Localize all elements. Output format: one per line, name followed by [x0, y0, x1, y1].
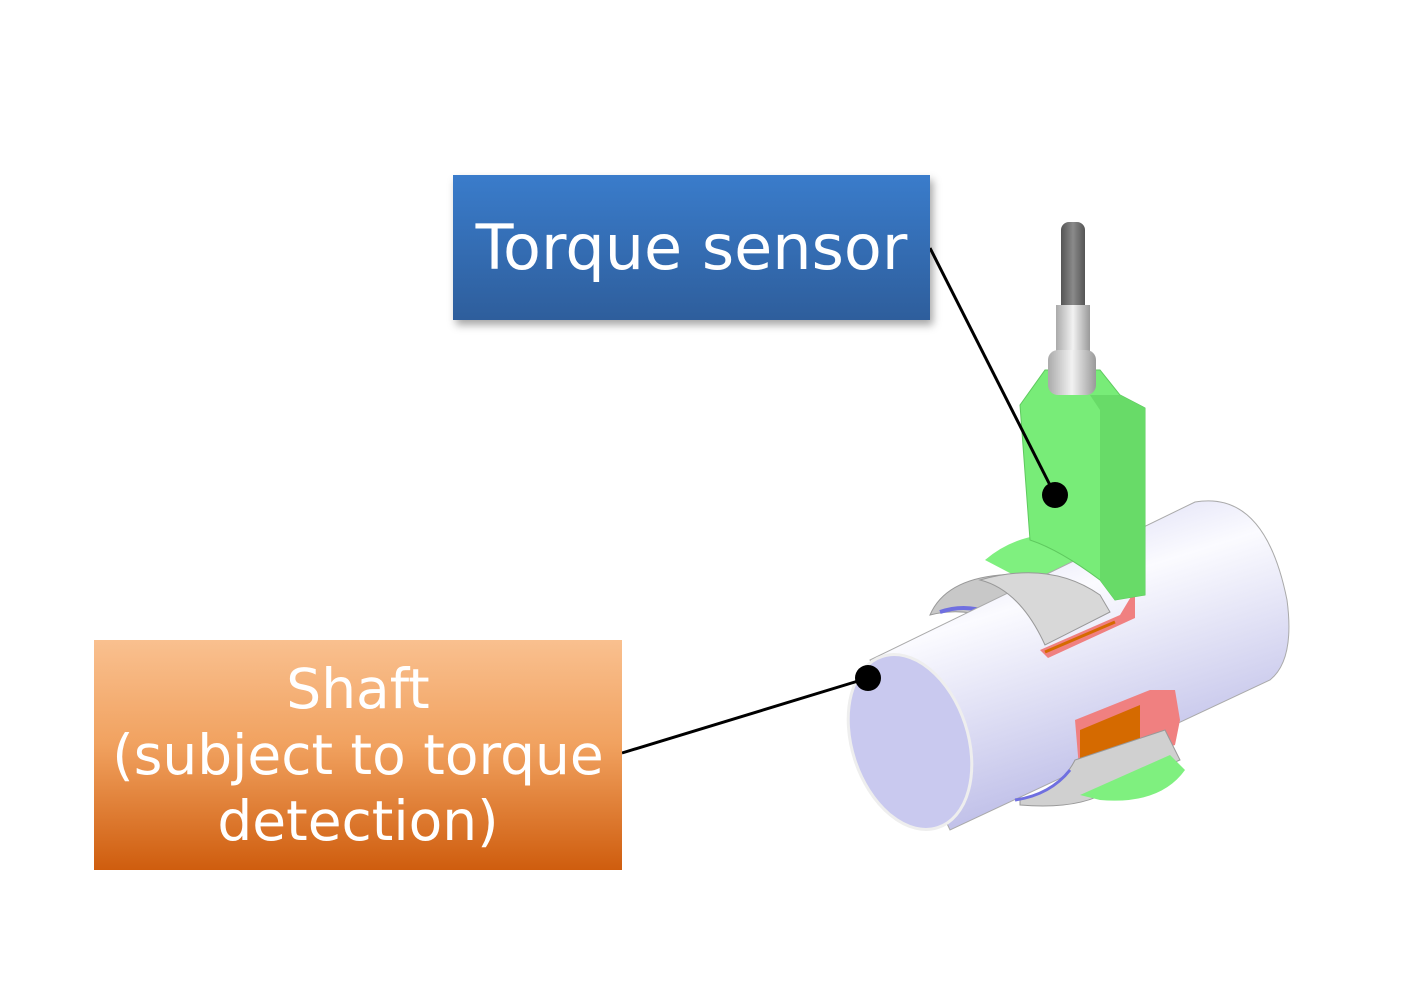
torque-sensor-label: Torque sensor	[453, 175, 930, 320]
torque-sensor-label-text: Torque sensor	[475, 211, 908, 284]
shaft-label-line3: detection)	[217, 789, 499, 853]
shaft-label: Shaft (subject to torque detection)	[94, 640, 622, 870]
shaft-pointer-dot	[855, 665, 881, 691]
shaft-label-line1: Shaft	[286, 657, 430, 721]
shaft-end-face	[846, 653, 974, 831]
cable	[1061, 222, 1085, 317]
sensor-leader-line	[928, 247, 1057, 496]
sensor-pointer-dot	[1042, 482, 1068, 508]
shaft-leader-line	[621, 676, 869, 755]
sensor-section-upper	[1040, 590, 1135, 658]
shaft-label-line2: (subject to torque	[112, 723, 604, 787]
shaft	[869, 500, 1290, 831]
